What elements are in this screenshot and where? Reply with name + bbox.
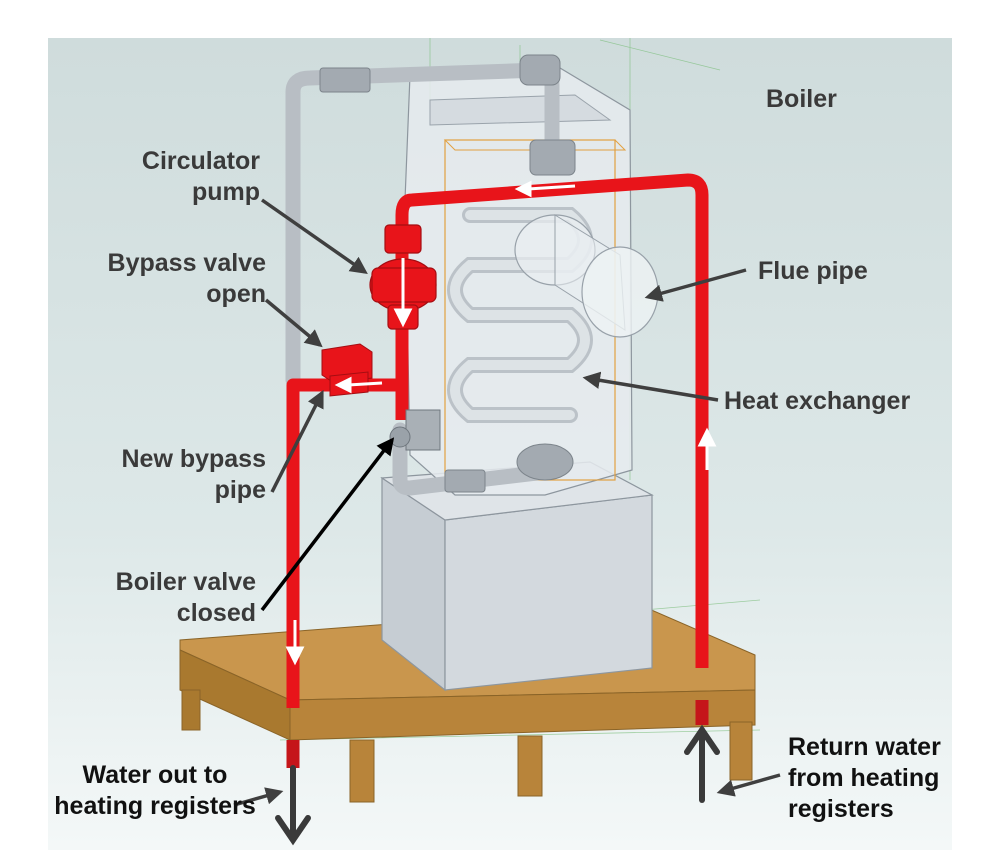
water-out-label-line2: heating registers [54, 792, 256, 820]
new-bypass-pipe-label: New bypass pipe [60, 444, 266, 506]
bypass-valve-label-line1: Bypass valve [107, 249, 266, 277]
flue-pipe [514, 214, 659, 338]
boiler-base [380, 461, 654, 692]
boiler-valve-label: Boiler valve closed [60, 567, 256, 629]
heat-exchanger-label: Heat exchanger [724, 387, 911, 415]
return-water-label-line3: registers [788, 795, 894, 823]
flue-pipe-label: Flue pipe [758, 257, 868, 285]
water-out-label: Water out to heating registers [40, 760, 270, 822]
boiler-valve-label-line2: closed [176, 599, 256, 627]
return-water-label-line1: Return water [788, 733, 941, 761]
circulator-pump-label-line1: Circulator [141, 147, 260, 175]
return-arrow [684, 724, 720, 803]
circulator-pump-label: Circulator pump [90, 146, 260, 208]
water-out-label-line1: Water out to [82, 761, 228, 789]
return-water-label: Return water from heating registers [788, 732, 941, 825]
boiler-valve [389, 409, 441, 451]
leader-lines [233, 198, 781, 807]
boiler-valve-label-line1: Boiler valve [115, 568, 256, 596]
new-bypass-pipe-label-line2: pipe [214, 476, 266, 504]
boiler-valve-leader-line [260, 437, 395, 612]
flow-arrows [285, 180, 717, 666]
bypass-valve-label-line2: open [206, 280, 266, 308]
new-bypass-pipe-label-line1: New bypass [121, 445, 266, 473]
return-water-label-line2: from heating [788, 764, 940, 792]
outflow-arrow [275, 765, 311, 846]
boiler-label: Boiler [766, 85, 837, 113]
gray-pipe-fittings [319, 54, 576, 493]
circulator-pump-label-line2: pump [191, 178, 260, 206]
bypass-valve-label: Bypass valve open [60, 248, 266, 310]
